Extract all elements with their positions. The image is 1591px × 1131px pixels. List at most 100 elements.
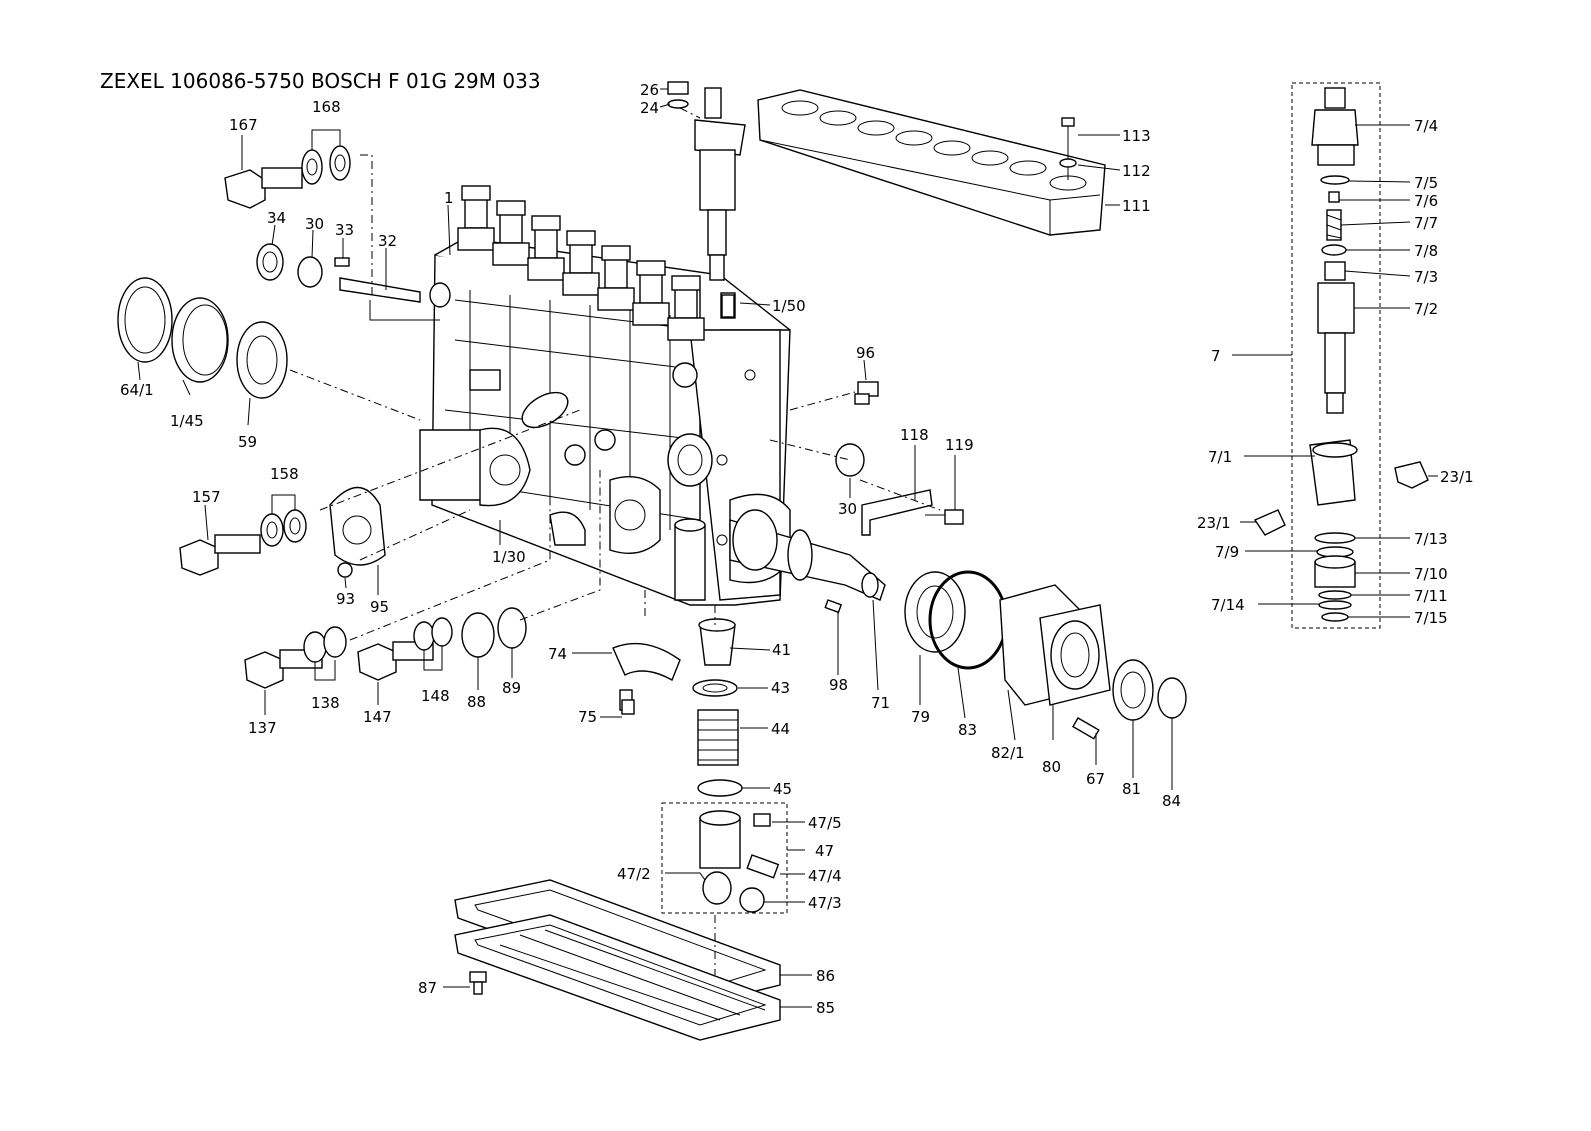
label-147: 147 — [363, 708, 392, 726]
label-30-top: 30 — [305, 215, 324, 233]
bolt-119 — [925, 509, 964, 525]
label-32: 32 — [378, 232, 397, 250]
label-7-10: 7/10 — [1414, 565, 1448, 583]
label-7-2: 7/2 — [1414, 300, 1438, 318]
gasket-flange-95 — [329, 487, 386, 566]
label-7-1: 7/1 — [1208, 448, 1232, 466]
label-33: 33 — [335, 221, 354, 239]
top-delivery-valve-holder — [667, 81, 746, 319]
label-64-1: 64/1 — [120, 381, 154, 399]
label-85: 85 — [816, 999, 835, 1017]
screw-67 — [1072, 717, 1100, 740]
label-47-3: 47/3 — [808, 894, 842, 912]
label-26: 26 — [640, 81, 659, 99]
label-23-1-right: 23/1 — [1440, 468, 1474, 486]
label-1-30: 1/30 — [492, 548, 526, 566]
label-112: 112 — [1122, 162, 1151, 180]
label-47: 47 — [815, 842, 834, 860]
label-168: 168 — [312, 98, 341, 116]
label-7-9: 7/9 — [1215, 543, 1239, 561]
label-47-5: 47/5 — [808, 814, 842, 832]
pump-element-parts — [1253, 87, 1429, 622]
label-7-6: 7/6 — [1414, 192, 1438, 210]
label-86: 86 — [816, 967, 835, 985]
label-111: 111 — [1122, 197, 1151, 215]
label-47-2: 47/2 — [617, 865, 651, 883]
washers-158 — [260, 509, 307, 547]
label-7: 7 — [1211, 347, 1221, 365]
leader-lines — [137, 88, 1438, 1008]
seal-81 — [1112, 659, 1154, 721]
label-157: 157 — [192, 488, 221, 506]
control-rack-32 — [339, 277, 440, 321]
banjo-bolt-157 — [179, 534, 261, 576]
label-34: 34 — [267, 209, 286, 227]
label-95: 95 — [370, 598, 389, 616]
screw-113 — [1059, 117, 1077, 180]
gasket-85 — [454, 914, 781, 1041]
delivery-valve-holders — [457, 185, 705, 341]
label-88: 88 — [467, 693, 486, 711]
pump-housing — [419, 237, 791, 606]
label-43: 43 — [771, 679, 790, 697]
label-59: 59 — [238, 433, 257, 451]
callout-labels: 1 26 24 113 112 111 167 168 34 30 33 32 … — [120, 81, 1474, 1017]
label-45: 45 — [773, 780, 792, 798]
diagram-title: ZEXEL 106086-5750 BOSCH F 01G 29M 033 — [100, 69, 541, 93]
screw-75 — [621, 699, 635, 715]
cap-30b — [835, 443, 865, 477]
label-167: 167 — [229, 116, 258, 134]
label-93: 93 — [336, 590, 355, 608]
label-113: 113 — [1122, 127, 1151, 145]
plug-34-30 — [256, 243, 350, 288]
label-67: 67 — [1086, 770, 1105, 788]
label-47-4: 47/4 — [808, 867, 842, 885]
label-7-13: 7/13 — [1414, 530, 1448, 548]
cap-88-89 — [461, 607, 527, 658]
label-7-8: 7/8 — [1414, 242, 1438, 260]
label-80: 80 — [1042, 758, 1061, 776]
label-87: 87 — [418, 979, 437, 997]
bracket-118 — [861, 489, 933, 536]
label-119: 119 — [945, 436, 974, 454]
label-84: 84 — [1162, 792, 1181, 810]
label-23-1-left: 23/1 — [1197, 514, 1231, 532]
label-83: 83 — [958, 721, 977, 739]
label-30-right: 30 — [838, 500, 857, 518]
pump-element-group-box — [1291, 82, 1381, 629]
label-118: 118 — [900, 426, 929, 444]
label-7-15: 7/15 — [1414, 609, 1448, 627]
label-1-50: 1/50 — [772, 297, 806, 315]
label-98: 98 — [829, 676, 848, 694]
label-7-14: 7/14 — [1211, 596, 1245, 614]
label-1: 1 — [444, 189, 454, 207]
screw-87 — [469, 971, 487, 995]
label-41: 41 — [772, 641, 791, 659]
label-138: 138 — [311, 694, 340, 712]
banjo-bolt-167 — [224, 167, 303, 209]
label-158: 158 — [270, 465, 299, 483]
label-81: 81 — [1122, 780, 1141, 798]
washers-148 — [413, 617, 453, 651]
ring-84 — [1157, 677, 1187, 719]
label-74: 74 — [548, 645, 567, 663]
washers-138 — [303, 626, 347, 663]
cover-plate — [757, 89, 1106, 236]
label-7-5: 7/5 — [1414, 174, 1438, 192]
label-7-11: 7/11 — [1414, 587, 1448, 605]
label-148: 148 — [421, 687, 450, 705]
label-82-1: 82/1 — [991, 744, 1025, 762]
camshaft — [729, 509, 886, 601]
washers-168 — [301, 145, 351, 185]
flange-80 — [1039, 604, 1111, 706]
label-7-3: 7/3 — [1414, 268, 1438, 286]
label-75: 75 — [578, 708, 597, 726]
assembly-lines — [289, 107, 941, 975]
label-44: 44 — [771, 720, 790, 738]
label-24: 24 — [640, 99, 659, 117]
label-1-45: 1/45 — [170, 412, 204, 430]
label-7-7: 7/7 — [1414, 214, 1438, 232]
label-79: 79 — [911, 708, 930, 726]
seal-bearing-left — [117, 277, 288, 399]
bolt-96 — [854, 381, 879, 405]
